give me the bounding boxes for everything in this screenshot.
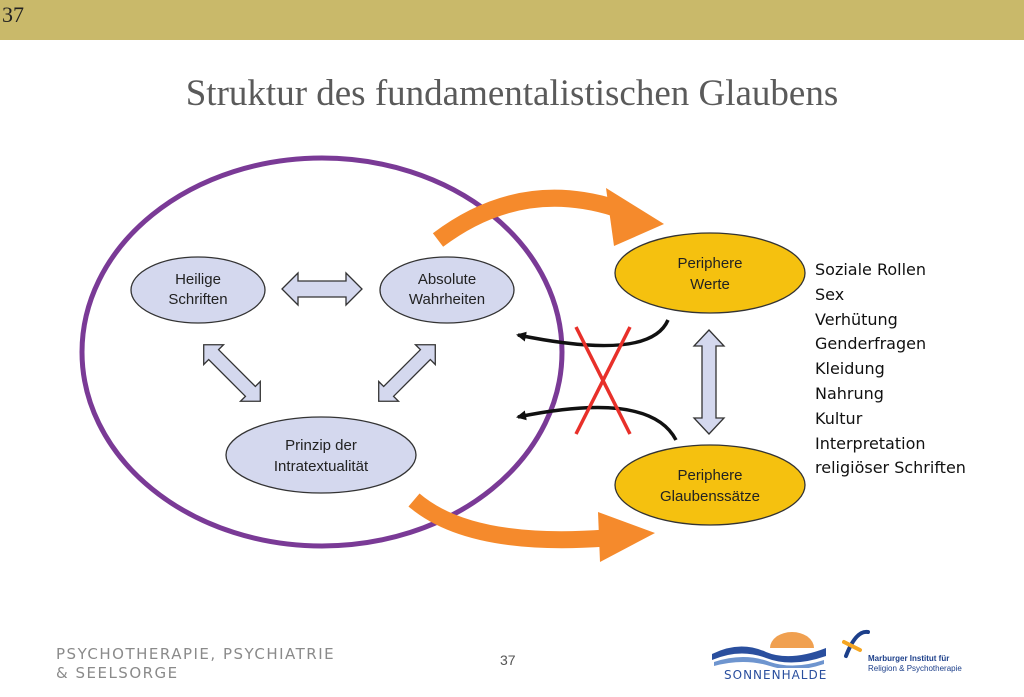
double-arrow-right-diagonal [378, 344, 436, 402]
marburg-line2: Religion & Psychotherapie [868, 664, 962, 673]
node-absolute-line2: Wahrheiten [409, 291, 485, 308]
node-absolute-wahrheiten: Absolute Wahrheiten [379, 256, 515, 324]
node-werte-line2: Werte [690, 276, 730, 293]
list-item: Genderfragen [815, 334, 927, 354]
slide-title: Struktur des fundamentalistischen Glaube… [185, 73, 839, 114]
footer-line2: & SEELSORGE [56, 664, 179, 682]
node-prinzip-intratextualitaet: Prinzip der Intratextualität [225, 416, 417, 494]
marburg-line1: Marburger Institut für [868, 654, 950, 663]
node-heilige-schriften: Heilige Schriften [130, 256, 266, 324]
orange-arrow-top [432, 189, 618, 247]
node-periphere-glaubenssaetze: Periphere Glaubenssätze [614, 444, 806, 526]
red-cross-line-2 [574, 326, 632, 435]
node-prinzip-line2: Intratextualität [274, 458, 369, 475]
node-glaubenssaetze-line1: Periphere [677, 467, 742, 484]
list-item: Kultur [815, 408, 863, 428]
sonnenhalde-logo: SONNENHALDE [710, 628, 830, 686]
sonnenhalde-wordmark: SONNENHALDE [724, 668, 828, 682]
core-circle [79, 155, 565, 549]
marburg-emblem-icon [842, 629, 870, 658]
marburg-institut-logo: Marburger Institut für Religion & Psycho… [842, 626, 1002, 686]
footer-department: PSYCHOTHERAPIE, PSYCHIATRIE & SEELSORGE [56, 645, 335, 683]
footer-line1: PSYCHOTHERAPIE, PSYCHIATRIE [56, 645, 336, 663]
list-item: religiöser Schriften [815, 458, 966, 478]
orange-arrow-bottom-head [598, 512, 655, 562]
topic-list: Soziale Rollen Sex Verhütung Genderfrage… [815, 258, 966, 481]
list-item: Verhütung [815, 309, 898, 329]
black-arrow-lower [516, 405, 678, 441]
double-arrow-vertical [692, 329, 726, 435]
double-arrow-left-diagonal [203, 344, 261, 402]
sonnenhalde-wave-icon [712, 632, 826, 670]
node-glaubenssaetze-line2: Glaubenssätze [660, 488, 760, 505]
node-werte-line1: Periphere [677, 255, 742, 272]
double-arrow-horizontal [281, 271, 363, 307]
orange-arrow-bottom [408, 493, 607, 549]
top-bar: 37 [0, 0, 1024, 40]
black-arrow-upper [516, 319, 670, 348]
slide-number-top: 37 [2, 2, 24, 27]
list-item: Soziale Rollen [815, 260, 927, 279]
page-number: 37 [500, 652, 516, 668]
orange-arrow-top-head [606, 188, 664, 246]
node-prinzip-line1: Prinzip der [285, 437, 357, 454]
list-item: Kleidung [815, 359, 885, 379]
node-heilige-line1: Heilige [175, 271, 221, 288]
list-item: Nahrung [815, 383, 884, 403]
node-absolute-line1: Absolute [418, 271, 476, 288]
node-heilige-line2: Schriften [168, 291, 227, 308]
node-periphere-werte: Periphere Werte [614, 232, 806, 314]
list-item: Interpretation [815, 433, 926, 453]
list-item: Sex [815, 284, 845, 304]
